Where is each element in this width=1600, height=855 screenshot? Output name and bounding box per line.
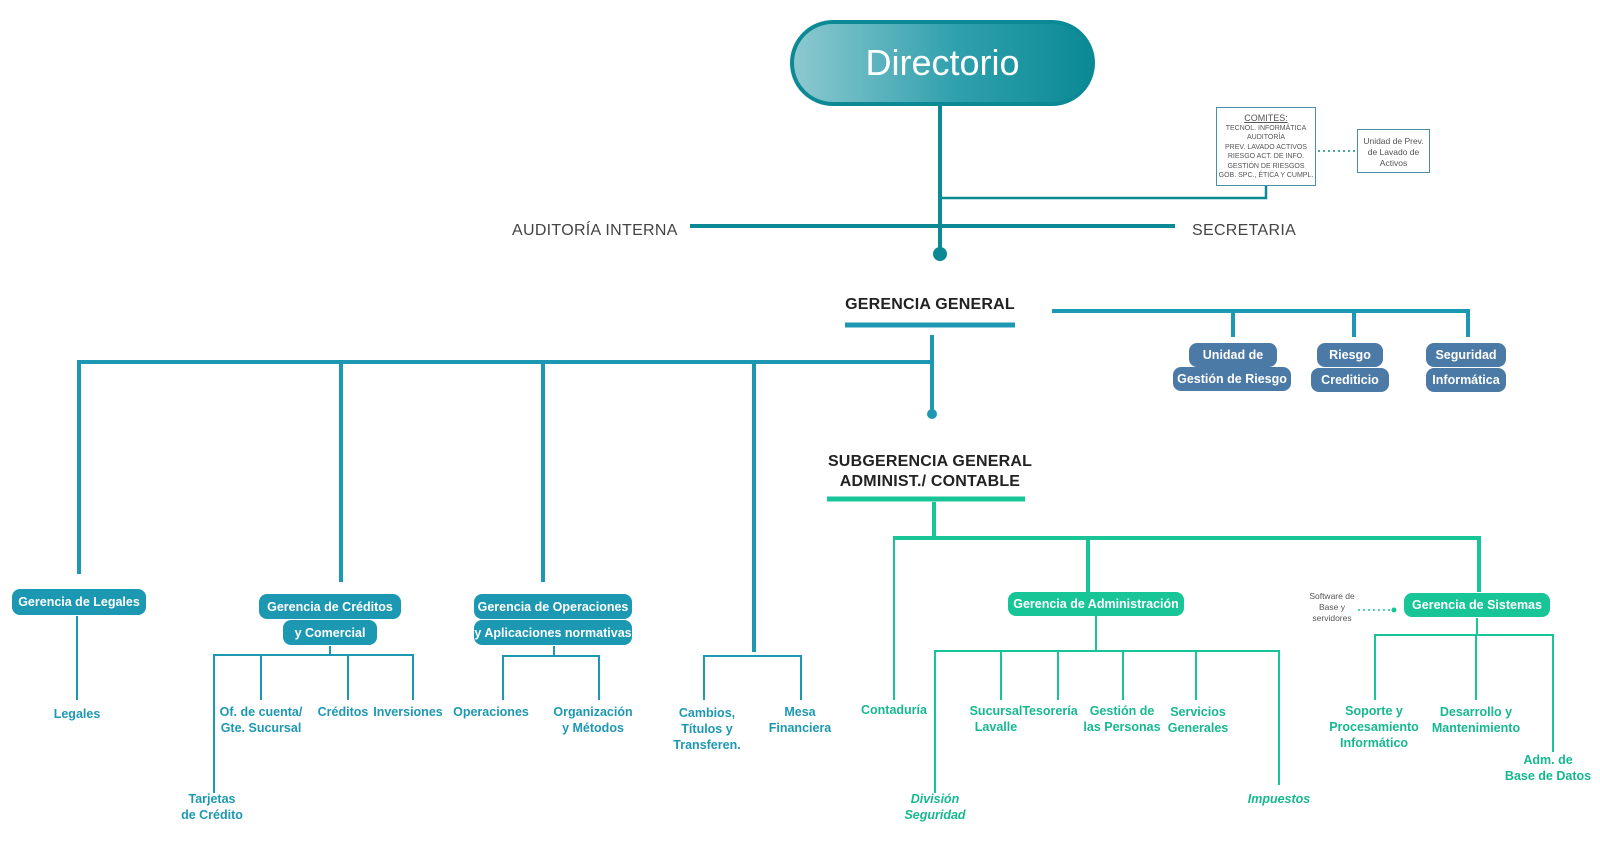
personas-line: Gestión de (1089, 704, 1155, 718)
desarrollo-line: Mantenimiento (1431, 721, 1521, 735)
seguridad-informatica-top: Seguridad (1426, 343, 1506, 367)
gerencia-operaciones-top: Gerencia de Operaciones (474, 594, 632, 619)
cambios-line: Títulos y (681, 722, 733, 736)
inversiones-label: Inversiones (373, 705, 443, 719)
adm-db-line: Base de Datos (1504, 769, 1592, 783)
of-cuenta-label: Of. de cuenta/ Gte. Sucursal (216, 704, 306, 736)
comite-item: PREV. LAVADO ACTIVOS (1225, 143, 1307, 151)
riesgo-crediticio-bottom: Crediticio (1311, 368, 1389, 392)
organizacion-line: Organización (553, 705, 633, 719)
gestion-personas-label: Gestión de las Personas (1080, 703, 1164, 735)
prev-lavado-line: de Lavado de (1367, 147, 1420, 157)
adm-db-line: Adm. de (1523, 753, 1573, 767)
mesa-line: Financiera (768, 721, 832, 735)
cambios-label: Cambios, Títulos y Transferen. (668, 705, 746, 753)
prev-lavado-line: Unidad de Prev. (1363, 136, 1424, 146)
comite-item: RIESGO ACT. DE INFO. (1227, 153, 1305, 160)
personas-line: las Personas (1083, 720, 1161, 734)
secretaria-label: SECRETARIA (1192, 222, 1297, 239)
riesgo-crediticio-top: Riesgo (1317, 343, 1383, 367)
impuestos-label: Impuestos (1247, 792, 1311, 806)
sucursal-line: Sucursal (969, 704, 1023, 718)
gerencia-legales-node: Gerencia de Legales (12, 589, 146, 615)
software-line: servidores (1312, 613, 1352, 623)
gerencia-operaciones-bottom: y Aplicaciones normativas (474, 620, 632, 645)
operaciones-label: Operaciones (453, 705, 529, 719)
servicios-line: Servicios (1170, 705, 1226, 719)
gerencia-general-title: GERENCIA GENERAL (845, 296, 1015, 313)
comites-box: COMITES: TECNOL. INFORMÁTICA AUDITORÍA P… (1216, 107, 1316, 186)
prev-lavado-line: Activos (1379, 158, 1408, 168)
soporte-line: Informático (1339, 736, 1409, 750)
tarjetas-line: de Crédito (181, 808, 243, 822)
gerencia-sistemas-node: Gerencia de Sistemas (1404, 593, 1550, 617)
subgerencia-line1: SUBGERENCIA GENERAL (827, 453, 1033, 470)
seguridad-informatica-bottom: Informática (1426, 368, 1506, 392)
comite-item: GESTIÓN DE RIESGOS (1227, 162, 1305, 170)
auditoria-interna-label: AUDITORÍA INTERNA (512, 222, 678, 239)
tarjetas-label: Tarjetas de Crédito (176, 791, 248, 823)
desarrollo-label: Desarrollo y Mantenimiento (1424, 704, 1528, 736)
unidad-gestion-riesgo-top: Unidad de (1189, 343, 1277, 367)
of-cuenta-line: Gte. Sucursal (220, 721, 302, 735)
soporte-line: Procesamiento (1329, 720, 1419, 734)
comites-title: COMITES: (1244, 113, 1288, 123)
software-base-note: Software de Base y servidores (1300, 591, 1364, 624)
adm-base-datos-label: Adm. de Base de Datos (1500, 752, 1596, 784)
division-line: Seguridad (904, 808, 966, 822)
directorio-node: Directorio (790, 20, 1095, 106)
software-line: Base y (1319, 602, 1345, 612)
contaduria-label: Contaduría (861, 703, 927, 717)
prev-lavado-box: Unidad de Prev. de Lavado de Activos (1357, 129, 1430, 173)
comite-item: GOB. SPC., ÉTICA Y CUMPL. (1218, 172, 1314, 179)
of-cuenta-line: Of. de cuenta/ (219, 705, 303, 719)
servicios-generales-label: Servicios Generales (1166, 704, 1230, 736)
mesa-line: Mesa (784, 705, 816, 719)
cambios-line: Cambios, (678, 706, 736, 720)
software-line: Software de (1309, 591, 1355, 601)
gerencia-creditos-top: Gerencia de Créditos (259, 594, 401, 619)
gerencia-creditos-bottom: y Comercial (283, 620, 377, 645)
comite-item: TECNOL. INFORMÁTICA (1225, 124, 1307, 132)
soporte-label: Soporte y Procesamiento Informático (1324, 703, 1424, 751)
division-line: División (910, 792, 960, 806)
organizacion-label: Organización y Métodos (550, 704, 636, 736)
unidad-gestion-riesgo-bottom: Gestión de Riesgo (1173, 367, 1291, 391)
division-seguridad-label: División Seguridad (902, 791, 968, 823)
organizacion-line: y Métodos (562, 721, 624, 735)
gerencia-administracion-node: Gerencia de Administración (1008, 592, 1184, 616)
tesoreria-label: Tesorería (1022, 704, 1078, 718)
cambios-line: Transferen. (673, 738, 741, 752)
legales-label: Legales (53, 707, 101, 721)
servicios-line: Generales (1167, 721, 1229, 735)
soporte-line: Soporte y (1345, 704, 1403, 718)
mesa-financiera-label: Mesa Financiera (764, 704, 836, 736)
sucursal-lavalle-label: Sucursal Lavalle (968, 703, 1024, 735)
subgerencia-line2: ADMINIST./ CONTABLE (839, 473, 1021, 490)
tarjetas-line: Tarjetas (188, 792, 236, 806)
subgerencia-title: SUBGERENCIA GENERAL ADMINIST./ CONTABLE (820, 452, 1040, 492)
creditos-label: Créditos (317, 705, 369, 719)
desarrollo-line: Desarrollo y (1439, 705, 1513, 719)
comite-item: AUDITORÍA (1247, 134, 1285, 141)
sucursal-line: Lavalle (974, 720, 1018, 734)
